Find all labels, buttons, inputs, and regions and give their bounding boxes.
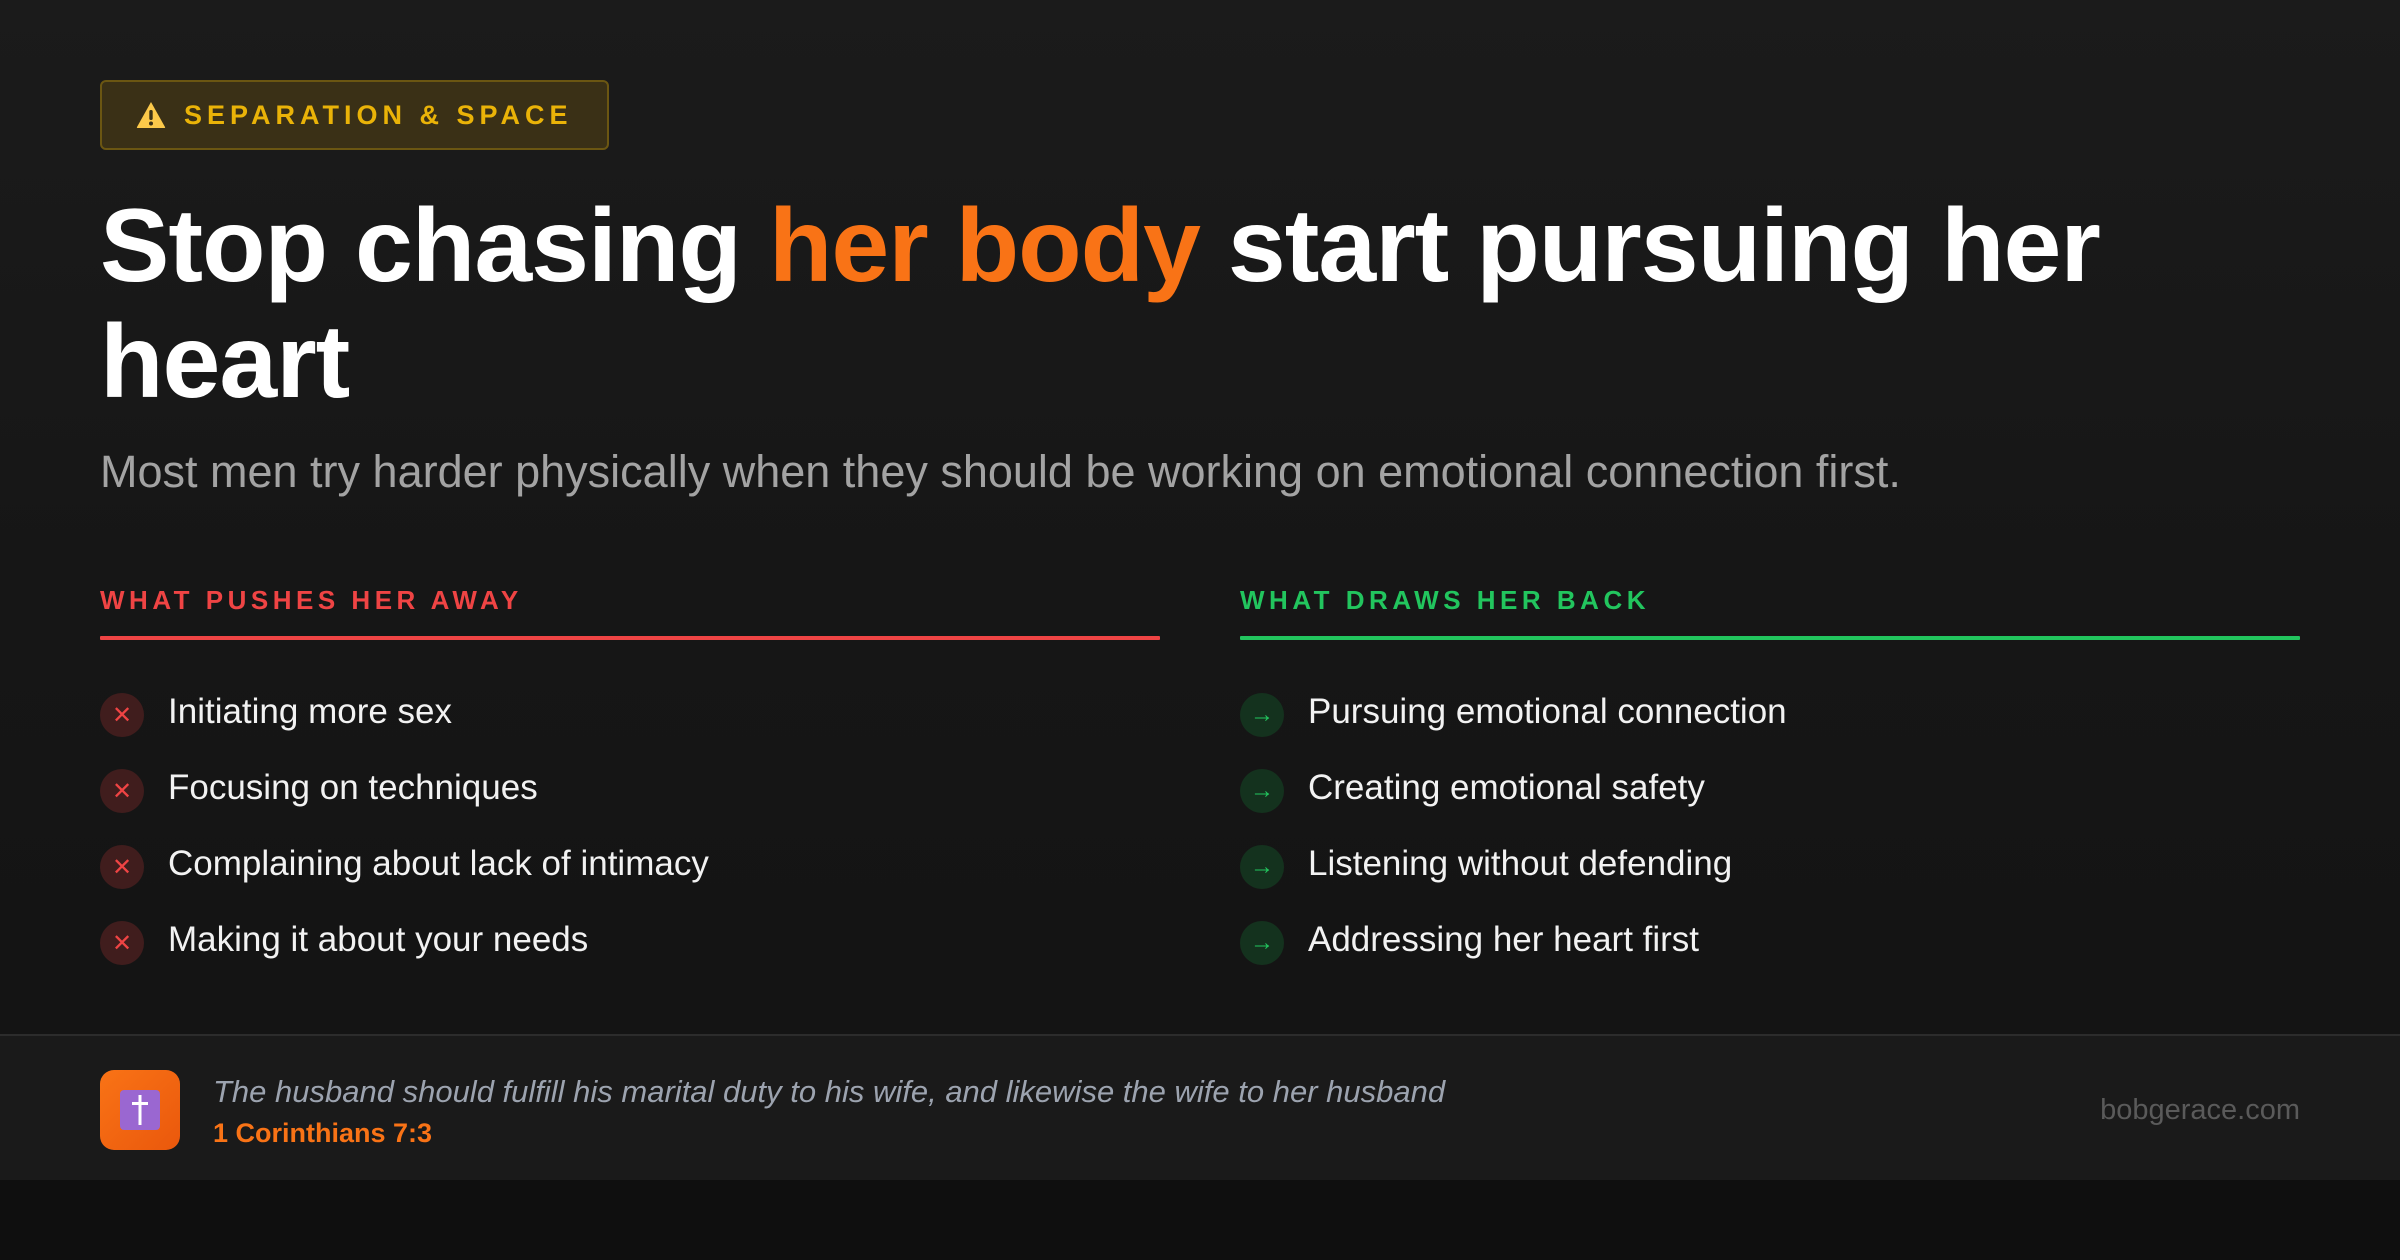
pushes-away-header: WHAT PUSHES HER AWAY	[100, 585, 523, 615]
list-item: ✕ Making it about your needs	[100, 902, 1160, 978]
x-icon: ✕	[100, 693, 144, 737]
list-item: → Pursuing emotional connection	[1240, 674, 2300, 750]
headline: Stop chasing her body start pursuing her…	[100, 188, 2340, 420]
x-icon: ✕	[100, 769, 144, 813]
scripture-reference: 1 Corinthians 7:3	[213, 1118, 433, 1148]
subtitle: Most men try harder physically when they…	[100, 446, 1901, 497]
list-item: → Listening without defending	[1240, 826, 2300, 902]
draws-back-list: → Pursuing emotional connection → Creati…	[1240, 674, 2300, 978]
arrow-right-icon: →	[1240, 845, 1284, 889]
list-item-text: Addressing her heart first	[1308, 920, 1700, 959]
list-item-text: Complaining about lack of intimacy	[168, 844, 709, 883]
list-item-text: Focusing on techniques	[168, 768, 538, 807]
cross-icon	[120, 1090, 160, 1130]
badge-label: SEPARATION & SPACE	[184, 99, 573, 130]
arrow-right-icon: →	[1240, 693, 1284, 737]
headline-part2: start pursuing her heart	[100, 188, 2101, 420]
website-link[interactable]: bobgerace.com	[2100, 1094, 2300, 1126]
list-item: ✕ Focusing on techniques	[100, 750, 1160, 826]
arrow-right-icon: →	[1240, 769, 1284, 813]
list-item: → Creating emotional safety	[1240, 750, 2300, 826]
list-item-text: Initiating more sex	[168, 692, 453, 731]
scripture-quote: The husband should fulfill his marital d…	[213, 1074, 1446, 1109]
content-card: SEPARATION & SPACE Stop chasing her body…	[0, 0, 2400, 1180]
draws-back-divider	[1240, 636, 2300, 640]
bible-icon	[100, 1070, 180, 1150]
category-badge: SEPARATION & SPACE	[100, 80, 609, 150]
draws-back-column: WHAT DRAWS HER BACK → Pursuing emotional…	[1240, 580, 2300, 978]
list-item: ✕ Initiating more sex	[100, 674, 1160, 750]
headline-highlight: her body	[768, 188, 1201, 304]
list-item: → Addressing her heart first	[1240, 902, 2300, 978]
pushes-away-divider	[100, 636, 1160, 640]
list-item-text: Pursuing emotional connection	[1308, 692, 1787, 731]
list-item: ✕ Complaining about lack of intimacy	[100, 826, 1160, 902]
arrow-right-icon: →	[1240, 921, 1284, 965]
pushes-away-column: WHAT PUSHES HER AWAY ✕ Initiating more s…	[100, 580, 1160, 978]
list-item-text: Creating emotional safety	[1308, 768, 1705, 807]
pushes-away-list: ✕ Initiating more sex ✕ Focusing on tech…	[100, 674, 1160, 978]
x-icon: ✕	[100, 921, 144, 965]
footer: The husband should fulfill his marital d…	[0, 1034, 2400, 1180]
x-icon: ✕	[100, 845, 144, 889]
draws-back-header: WHAT DRAWS HER BACK	[1240, 585, 1650, 615]
list-item-text: Making it about your needs	[168, 920, 589, 959]
warning-triangle-icon	[136, 102, 166, 128]
headline-part1: Stop chasing	[100, 188, 769, 304]
list-item-text: Listening without defending	[1308, 844, 1733, 883]
